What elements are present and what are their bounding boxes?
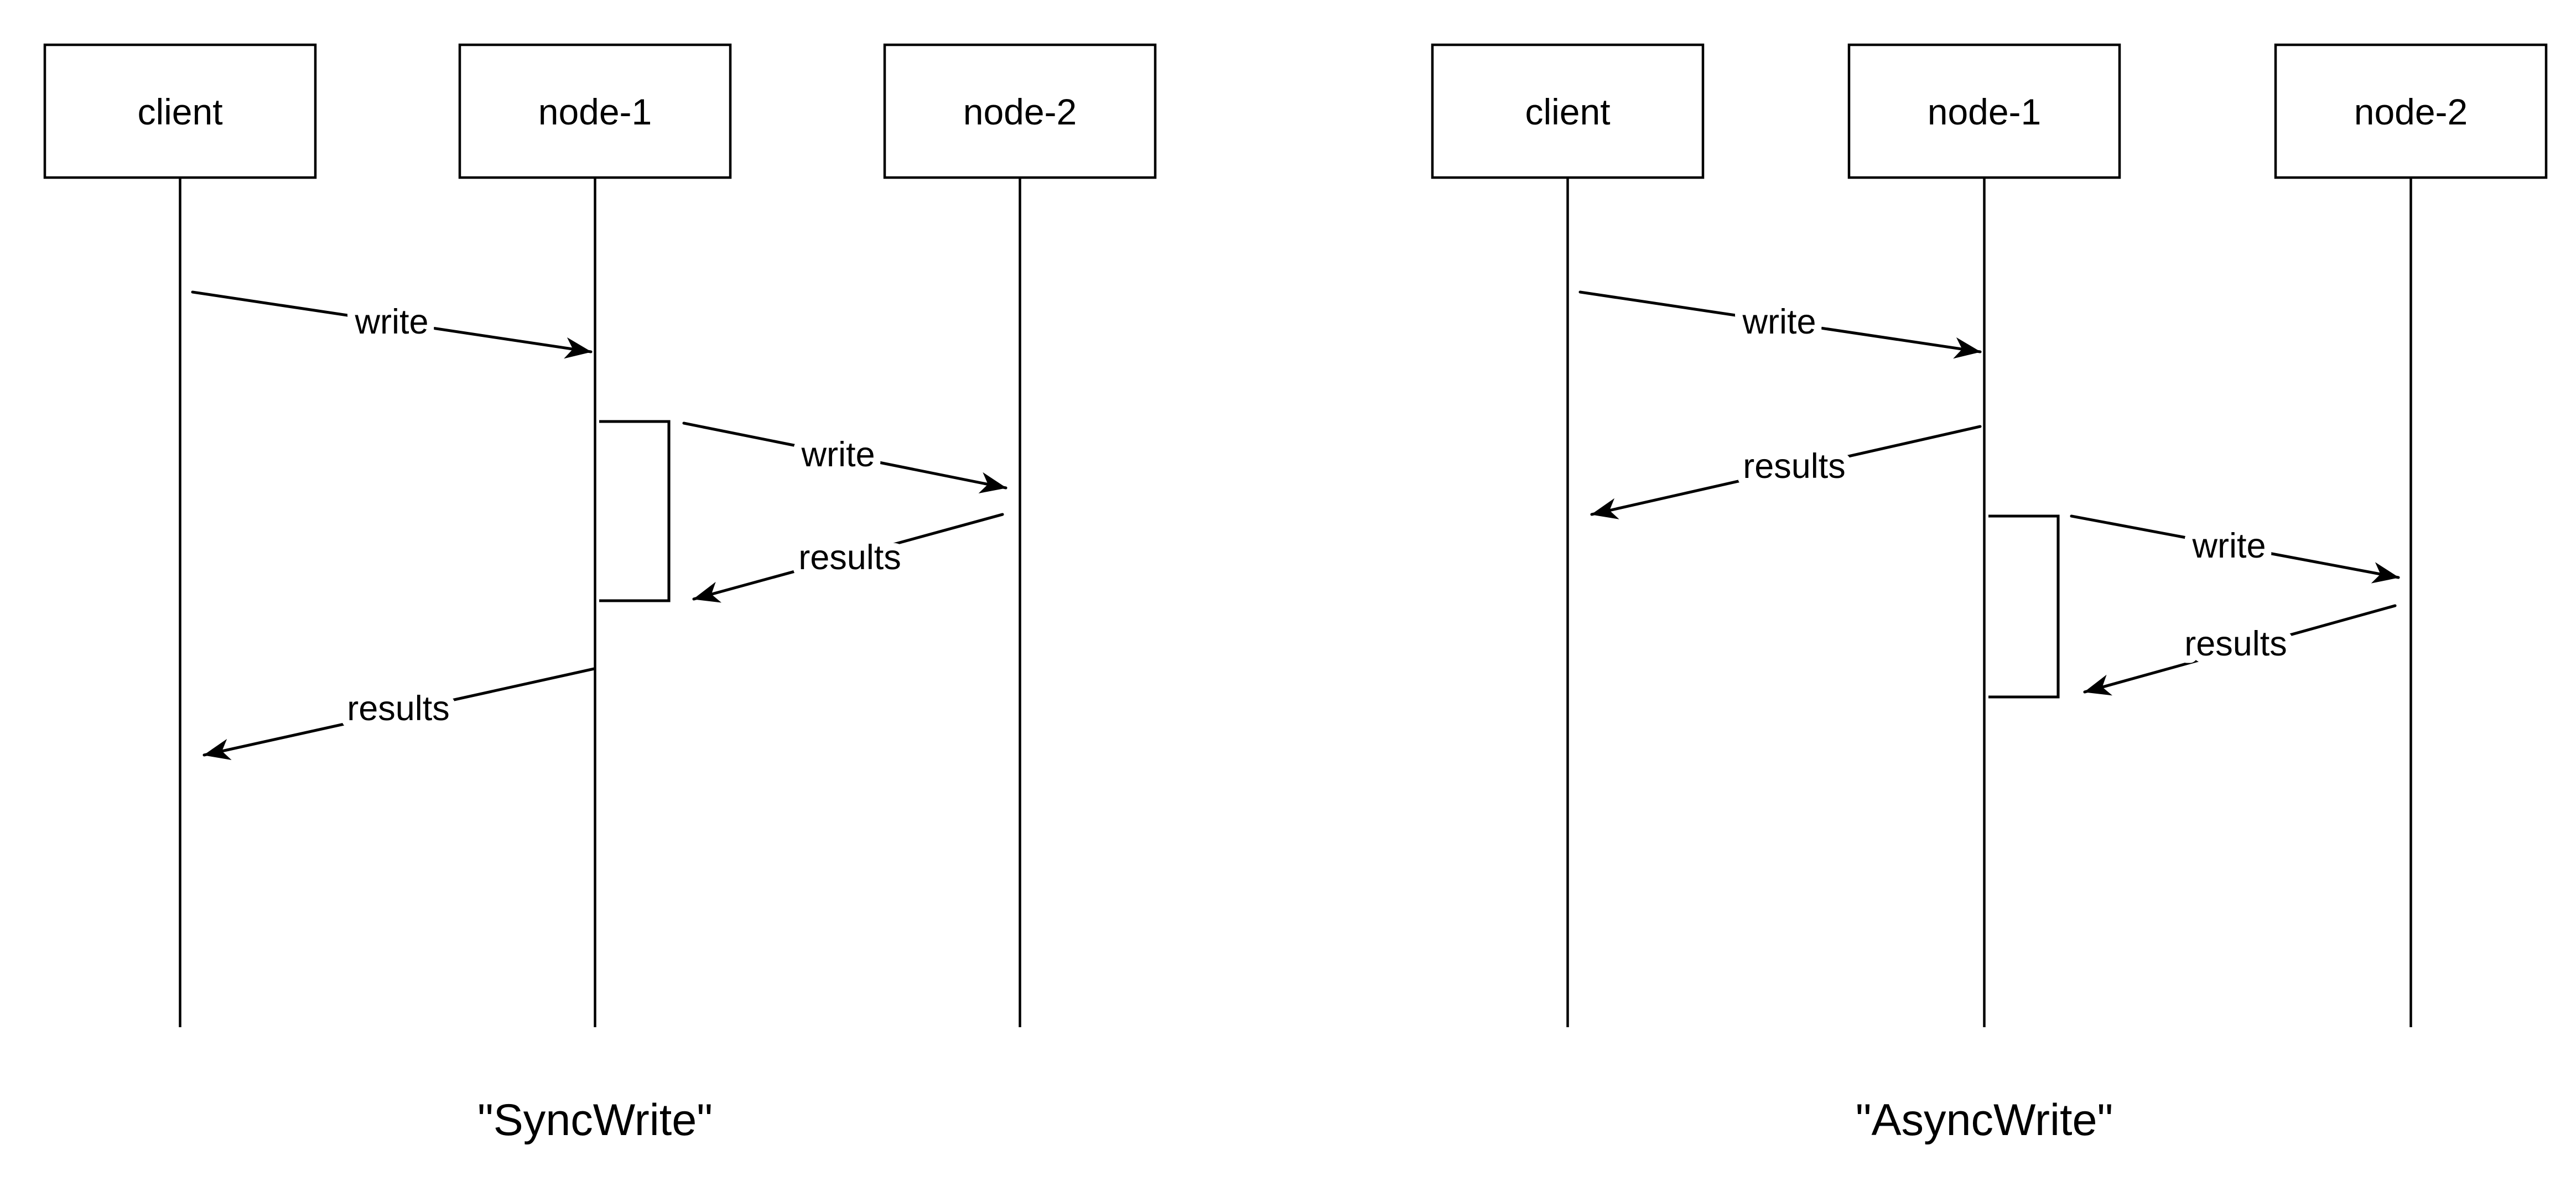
- actor-label-node-1: node-1: [1928, 91, 2042, 132]
- message-line: [1578, 290, 1982, 359]
- activation-bar-node-1: [1988, 514, 2060, 699]
- actor-box-node-2: [883, 43, 1157, 179]
- activation-bar-node-1: [599, 420, 671, 602]
- message-results-node1-to-client: results: [1590, 425, 1982, 519]
- message-line: [202, 667, 596, 760]
- actor-box-node-2: [2274, 43, 2548, 179]
- diagram-asyncwrite: client node-1 node-2 write results write: [1431, 43, 2548, 1145]
- message-write-node1-to-node2: write: [2070, 514, 2400, 584]
- message-label: write: [801, 435, 875, 474]
- actor-label-node-2: node-2: [963, 91, 1077, 132]
- actor-client: client: [1431, 43, 1705, 179]
- diagram-caption-asyncwrite: "AsyncWrite": [1856, 1095, 2113, 1145]
- actor-label-node-1: node-1: [538, 91, 652, 132]
- diagram-syncwrite: client node-1 node-2 write write results: [43, 43, 1157, 1145]
- message-label: results: [2184, 624, 2287, 663]
- message-label: write: [2191, 527, 2266, 565]
- message-line: [2083, 604, 2397, 696]
- message-label: results: [798, 538, 901, 577]
- actor-box-node-1: [458, 43, 732, 179]
- actor-box-client: [1431, 43, 1705, 179]
- message-line: [682, 421, 1007, 493]
- actor-client: client: [43, 43, 317, 179]
- message-line: [1590, 425, 1982, 519]
- actor-label-node-2: node-2: [2354, 91, 2468, 132]
- message-line: [692, 513, 1004, 603]
- message-label: results: [347, 689, 450, 728]
- message-write-client-to-node1: write: [191, 290, 593, 359]
- message-results-node1-to-client: results: [202, 667, 596, 760]
- message-line: [191, 290, 593, 359]
- actor-node-2: node-2: [2274, 43, 2548, 179]
- diagram-caption-syncwrite: "SyncWrite": [477, 1095, 713, 1145]
- message-write-node1-to-node2: write: [682, 421, 1007, 493]
- message-results-node2-to-node1: results: [2083, 604, 2397, 696]
- actor-node-1: node-1: [1847, 43, 2121, 179]
- message-write-client-to-node1: write: [1578, 290, 1982, 359]
- message-label: results: [1743, 447, 1846, 486]
- message-label: write: [1742, 303, 1816, 341]
- message-line: [2070, 514, 2400, 584]
- actor-box-node-1: [1847, 43, 2121, 179]
- actor-label-client: client: [1525, 91, 1610, 132]
- actor-box-client: [43, 43, 317, 179]
- actor-label-client: client: [137, 91, 222, 132]
- actor-node-1: node-1: [458, 43, 732, 179]
- message-label: write: [354, 303, 428, 341]
- actor-node-2: node-2: [883, 43, 1157, 179]
- message-results-node2-to-node1: results: [692, 513, 1004, 603]
